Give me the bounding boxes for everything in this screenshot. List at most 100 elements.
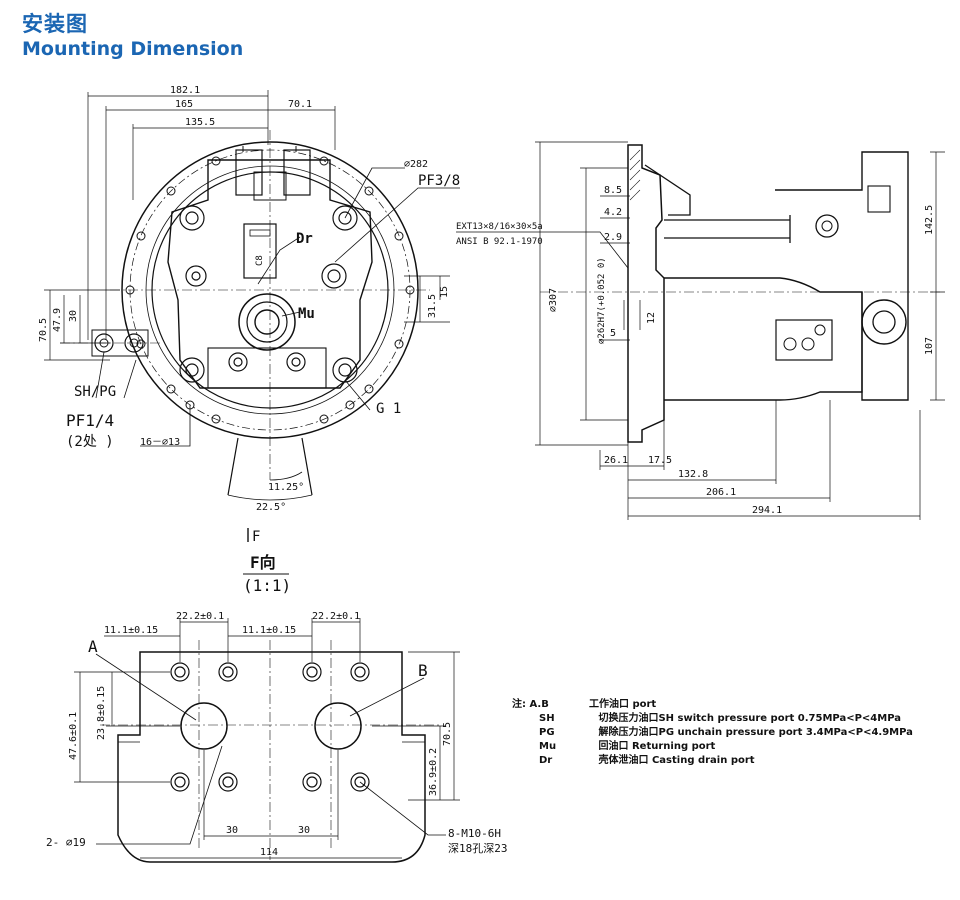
note-text: 回油口 Returning port (598, 741, 716, 752)
port-bolt-hole-core (174, 666, 186, 678)
dim-15: 15 (439, 286, 450, 298)
dim-206-1: 206.1 (706, 487, 736, 498)
side-step-dims (600, 195, 641, 341)
front-top-dims (87, 90, 336, 340)
label-dr: Dr (296, 231, 313, 247)
spline-note-2: ANSI B 92.1-1970 (456, 237, 543, 247)
label-port-dia: 2- ∅19 (46, 836, 86, 849)
mu-port-outer (238, 293, 296, 351)
note-key: SH (539, 713, 555, 724)
corner-bolt (179, 357, 205, 383)
flange-bolt-hole (364, 384, 374, 394)
angle-arc-22 (227, 494, 313, 501)
port-bottom-dims (140, 750, 402, 859)
title-chinese: 安装图 (22, 12, 88, 36)
port-bolt-hole-core (354, 776, 366, 788)
label-mu: Mu (298, 306, 315, 322)
dim-30: 30 (68, 310, 79, 322)
side-pg-port-2 (814, 324, 826, 336)
corner-bolt-core (185, 363, 199, 377)
lower-port-right (286, 352, 306, 372)
dim-22-2-right: 22.2±0.1 (312, 611, 360, 622)
dim-31-5: 31.5 (427, 294, 438, 318)
note-text: 解除压力油口PG unchain pressure port (598, 727, 803, 738)
port-block-outline (117, 651, 426, 863)
notes-legend: 注: A.B 工作油口 port SH 切换压力油口SH switch pres… (512, 698, 913, 768)
note-row: Mu 回油口 Returning port (512, 740, 913, 754)
corner-bolt (332, 357, 358, 383)
port-bolt-hole (302, 662, 322, 682)
note-key: Dr (539, 755, 553, 766)
dim-11-25: 11.25° (268, 482, 304, 493)
label-16-holes: 16－∅13 (140, 437, 180, 448)
label-port-a: A (88, 637, 98, 656)
port-left-dims (74, 671, 180, 783)
dim-30-right: 30 (298, 825, 310, 836)
flange-bolt-hole (166, 384, 176, 394)
label-port-b: B (418, 661, 428, 680)
dim-17-5: 17.5 (648, 455, 672, 466)
dim-47-6: 47.6±0.1 (68, 712, 79, 760)
label-thread-depth: 深18孔深23 (448, 842, 508, 855)
flange-bolt-hole (211, 156, 221, 166)
port-bolt-hole (350, 662, 370, 682)
flange-bolt-hole (166, 186, 176, 196)
dim-5: 5 (610, 328, 616, 339)
cap-plate-slot (249, 229, 271, 237)
dim-47-9: 47.9 (52, 308, 63, 332)
dim-294-1: 294.1 (752, 505, 782, 516)
port-top-dims (104, 618, 361, 662)
lower-port-right-core (291, 357, 301, 367)
side-shaft (664, 215, 791, 243)
side-sh-pg-block (775, 319, 833, 361)
dim-11-1-left: 11.1±0.15 (104, 625, 158, 636)
label-pf14: PF1/4 (66, 411, 114, 430)
side-fitting-top (867, 185, 891, 213)
dim-30-left: 30 (226, 825, 238, 836)
label-g1: G 1 (376, 401, 401, 417)
front-leaders (95, 167, 460, 447)
port-view: 22.2±0.1 22.2±0.1 11.1±0.15 11.1±0.15 47… (46, 611, 508, 863)
label-cap-mark: C8 (255, 255, 265, 266)
note-row: PG 解除压力油口PG unchain pressure port 3.4MPa… (512, 726, 913, 740)
note-range: 3.4MPa<P<4.9MPa (805, 727, 913, 738)
dim-132-8: 132.8 (678, 469, 708, 480)
dim-22-5: 22.5° (256, 502, 286, 513)
dim-70-5: 70.5 (38, 318, 49, 342)
lower-port-left-core (233, 357, 243, 367)
flange-bolt-hole (211, 414, 221, 424)
label-pf38: PF3/8 (418, 173, 460, 189)
corner-bolt-core (338, 363, 352, 377)
corner-bolt-core (338, 211, 352, 225)
dim-8-5: 8.5 (604, 185, 622, 196)
port-bolt-hole (170, 772, 190, 792)
port-bolt-hole (170, 662, 190, 682)
note-text: 壳体泄油口 Casting drain port (598, 755, 755, 766)
port-a (180, 702, 228, 750)
front-view: 182.1 165 135.5 70.1 70.5 47.9 30 31.5 1… (38, 85, 460, 595)
top-fitting-arrows (239, 146, 300, 152)
view-arrow-letter: F (252, 529, 260, 545)
side-port (185, 265, 207, 287)
dim-182-1: 182.1 (170, 85, 200, 96)
bottom-lug (227, 437, 313, 496)
port-bolt-hole-core (174, 776, 186, 788)
lower-manifold (207, 347, 327, 389)
dim-165: 165 (175, 99, 193, 110)
flange-bolt-hole (319, 414, 329, 424)
drain-port (321, 263, 347, 289)
angle-arc-11 (269, 471, 303, 481)
side-valve-block (775, 151, 909, 401)
label-thread: 8-M10-6H (448, 827, 501, 840)
dim-307: ∅307 (548, 288, 559, 312)
pg-port (124, 333, 144, 353)
side-port-circle (815, 214, 839, 238)
valve-block-body (167, 159, 373, 389)
side-port-circle-core (821, 220, 833, 232)
front-right-dims (404, 275, 450, 323)
note-row: Dr 壳体泄油口 Casting drain port (512, 754, 913, 768)
port-bolt-hole-core (222, 776, 234, 788)
side-vertical-dims (535, 141, 945, 446)
port-right-dims (372, 651, 460, 801)
note-range: 0.75MPa<P<4MPa (797, 713, 902, 724)
